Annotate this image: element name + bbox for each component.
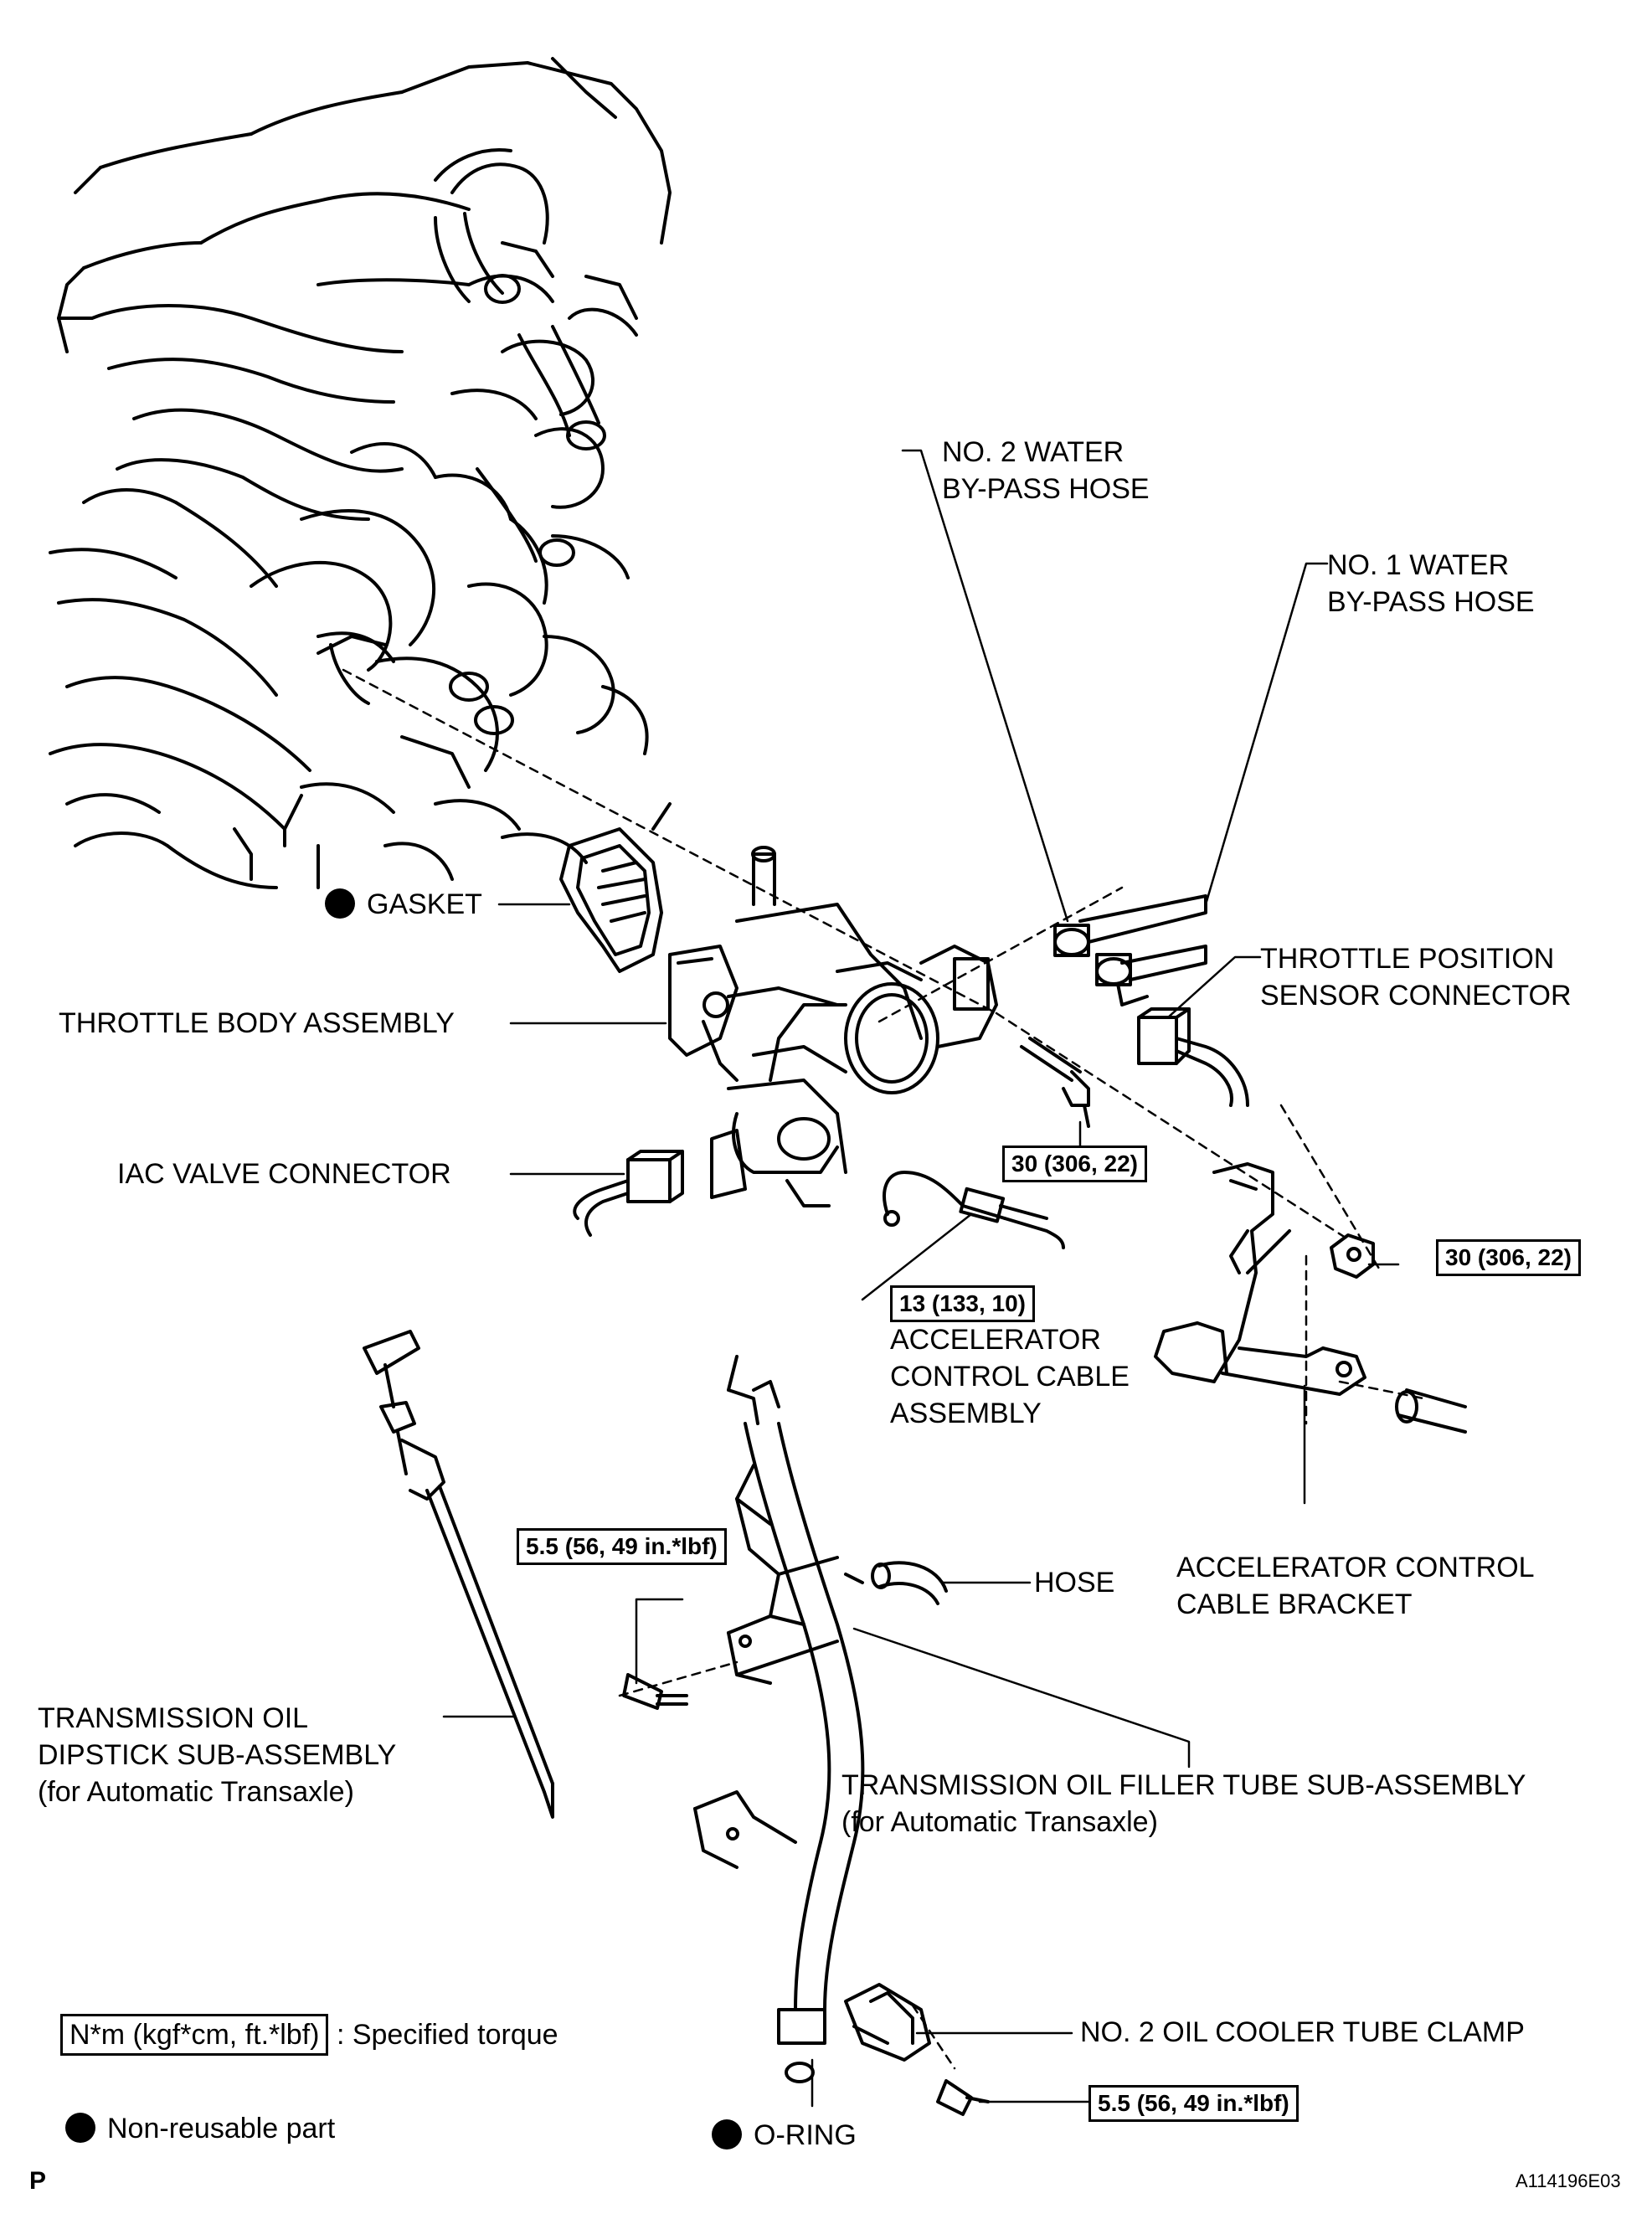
dipstick-drawing <box>363 1330 554 1819</box>
footer-page-marker: P <box>29 2167 47 2195</box>
footer-figure-code: A114196E03 <box>1516 2170 1621 2191</box>
oil-cooler-clamp-drawing <box>844 1983 990 2116</box>
label-no2-oil-cooler-tube-clamp: NO. 2 OIL COOLER TUBE CLAMP <box>1080 2016 1525 2048</box>
label-transmission-oil-filler-tube: TRANSMISSION OIL FILLER TUBE SUB-ASSEMBL… <box>841 1769 1526 1838</box>
label-iac-valve-connector: IAC VALVE CONNECTOR <box>117 1158 451 1190</box>
alignment-lines <box>342 668 1425 2070</box>
label-throttle-position-sensor-connector: THROTTLE POSITION SENSOR CONNECTOR <box>1260 943 1572 1012</box>
legend-torque-desc: : Specified torque <box>336 2019 558 2051</box>
o-ring-drawing <box>785 2062 815 2083</box>
accelerator-cable-drawing <box>883 1171 1065 1249</box>
non-reusable-dot-icon <box>325 888 355 919</box>
legend-torque-unit-box: N*m (kgf*cm, ft.*lbf) <box>60 2014 329 2056</box>
label-transmission-oil-dipstick: TRANSMISSION OIL DIPSTICK SUB-ASSEMBLY (… <box>38 1702 397 1808</box>
torque-bracket-nut: 30 (306, 22) <box>1436 1239 1581 1276</box>
legend-non-reusable-part: Non-reusable part <box>65 2110 335 2147</box>
torque-clamp-bolt: 5.5 (56, 49 in.*lbf) <box>1088 2085 1299 2122</box>
gasket-drawing <box>559 802 672 973</box>
label-gasket: GASKET <box>325 886 482 923</box>
label-accelerator-control-cable-assembly: ACCELERATOR CONTROL CABLE ASSEMBLY <box>890 1324 1130 1429</box>
non-reusable-dot-icon <box>712 2119 742 2149</box>
torque-accelerator-cable: 13 (133, 10) <box>890 1285 1035 1322</box>
non-reusable-dot-icon <box>65 2113 95 2143</box>
throttle-body-drawing <box>668 846 998 1207</box>
torque-throttle-bolt: 30 (306, 22) <box>1002 1146 1147 1182</box>
label-accelerator-control-cable-bracket: ACCELERATOR CONTROL CABLE BRACKET <box>1176 1552 1535 1620</box>
iac-valve-connector-drawing <box>573 1150 684 1237</box>
label-hose: HOSE <box>1034 1567 1115 1599</box>
label-no2-water-bypass-hose: NO. 2 WATER BY-PASS HOSE <box>942 436 1150 505</box>
torque-filler-tube-bolt: 5.5 (56, 49 in.*lbf) <box>517 1528 727 1565</box>
legend-specified-torque: N*m (kgf*cm, ft.*lbf) : Specified torque <box>60 2014 558 2056</box>
filler-bolt-drawing <box>622 1673 688 1710</box>
hose-drawing <box>871 1561 948 1605</box>
filler-tube-drawing <box>693 1355 865 2045</box>
leader-lines <box>442 449 1400 2108</box>
water-bypass-hoses-drawing <box>1053 894 1207 1007</box>
accelerator-bracket-drawing <box>1154 1162 1467 1434</box>
intake-manifold-drawing <box>49 57 672 889</box>
throttle-bolt-drawing <box>1020 1037 1090 1128</box>
label-no1-water-bypass-hose: NO. 1 WATER BY-PASS HOSE <box>1327 549 1535 618</box>
label-throttle-body-assembly: THROTTLE BODY ASSEMBLY <box>59 1007 455 1039</box>
label-o-ring: O-RING <box>712 2117 857 2154</box>
throttle-position-sensor-connector-drawing <box>1137 1007 1249 1107</box>
